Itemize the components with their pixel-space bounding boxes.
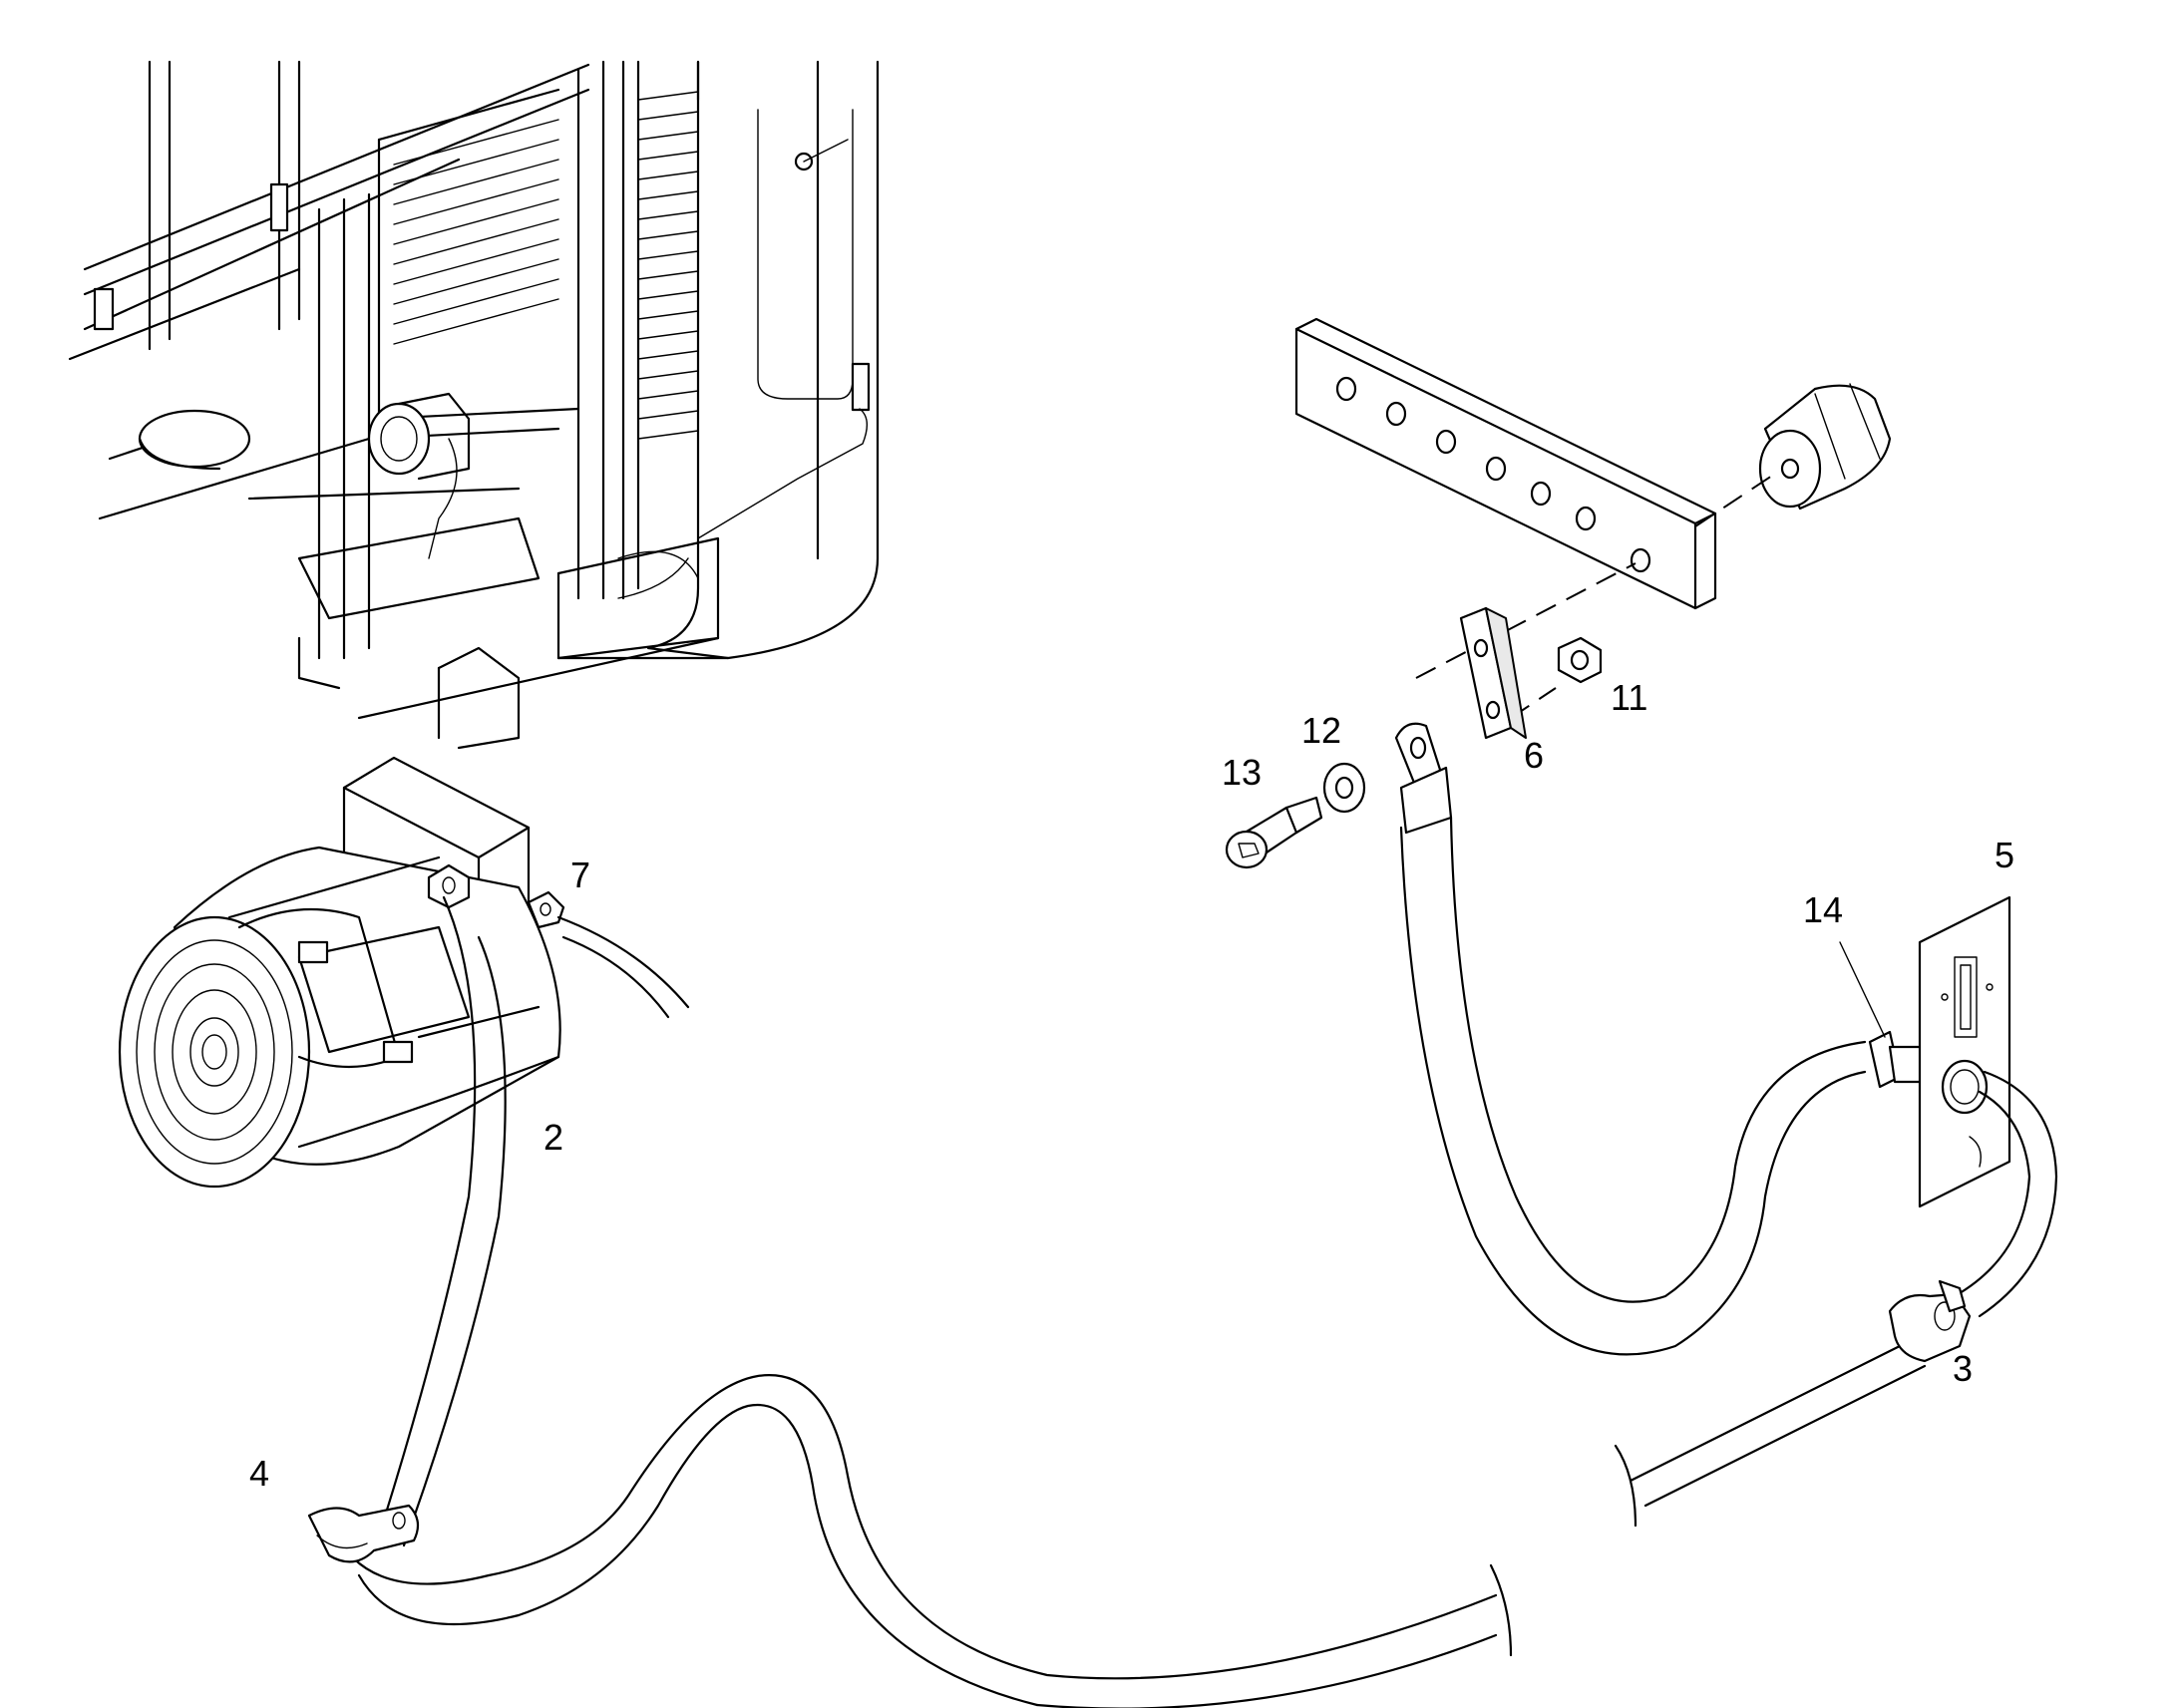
washer-part-12 [1322, 762, 1366, 814]
hex-nut-part-11 [1557, 636, 1603, 684]
radiator-louvres [377, 88, 699, 440]
cable-part-7 [556, 915, 690, 1019]
machine-frame-assembly [68, 60, 880, 750]
clamp-part-4 [307, 1504, 420, 1563]
link-plate-part-6 [1459, 606, 1527, 740]
callout-14: 14 [1803, 889, 1843, 930]
callout-7: 7 [570, 854, 590, 895]
cable-lug-right [1394, 722, 1453, 835]
terminal-bus-bar [1294, 317, 1717, 610]
mounting-plate-part-5 [1918, 895, 2011, 1208]
assembly-line-cap [1694, 473, 1776, 527]
ground-cable-right [1399, 816, 1867, 1356]
cable-break-mark-right [1614, 1444, 1637, 1528]
callout-12: 12 [1301, 710, 1341, 751]
cable-to-clamp-3 [1629, 1070, 2058, 1508]
callout-11: 11 [1611, 677, 1647, 718]
callout-3: 3 [1953, 1348, 1973, 1389]
cable-break-mark-left [1489, 1563, 1513, 1657]
frame-motor [367, 392, 471, 559]
alternator-motor [118, 756, 565, 1189]
main-cable-part-2 [332, 895, 1498, 1708]
clamp-part-3 [1888, 1279, 1972, 1363]
assembly-line-bolt [1415, 562, 1636, 679]
grommet-nut-part-14 [1868, 1030, 1927, 1089]
leader-line-14 [1839, 941, 1886, 1038]
insulating-cap [1758, 383, 1892, 511]
callout-4: 4 [249, 1453, 269, 1494]
callout-13: 13 [1222, 752, 1262, 793]
callout-2: 2 [544, 1117, 563, 1158]
callout-6: 6 [1524, 735, 1544, 776]
callout-5: 5 [1995, 835, 2014, 875]
cap-screw-part-13 [1225, 796, 1323, 869]
